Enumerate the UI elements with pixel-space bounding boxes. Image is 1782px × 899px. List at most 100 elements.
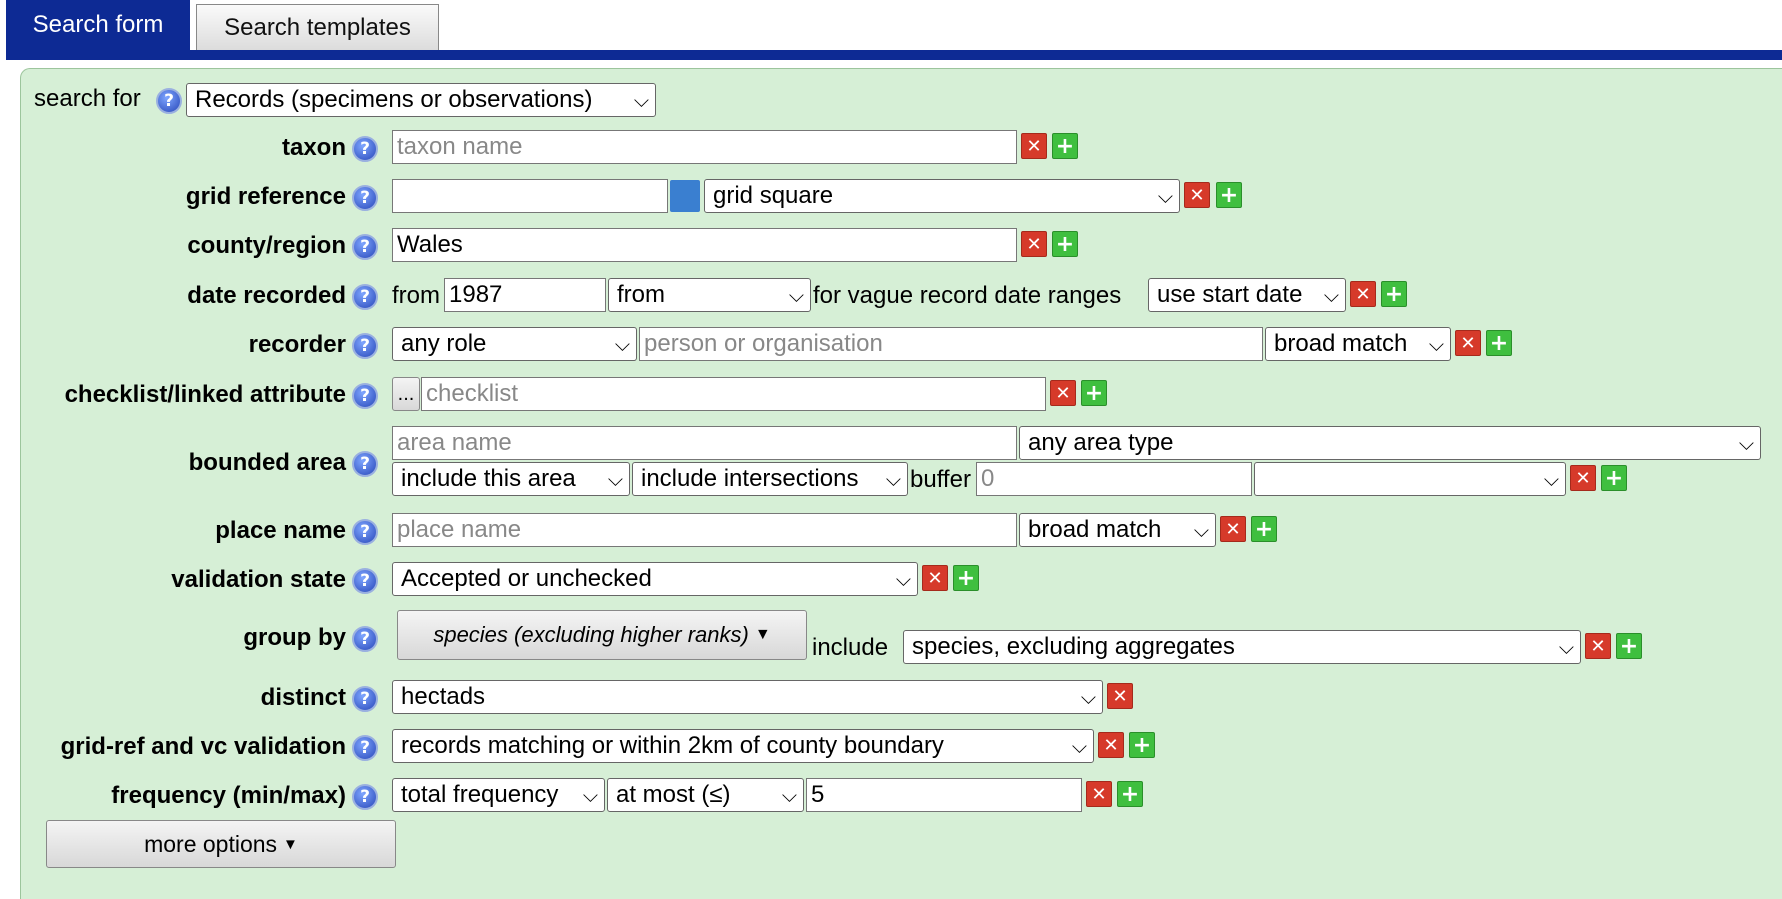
remove-icon[interactable]: ✕ bbox=[1050, 380, 1076, 406]
place-name-input[interactable]: place name bbox=[392, 513, 1017, 547]
help-icon[interactable]: ? bbox=[352, 333, 378, 359]
add-icon[interactable]: + bbox=[1486, 330, 1512, 356]
help-icon[interactable]: ? bbox=[156, 88, 182, 114]
help-icon[interactable]: ? bbox=[352, 284, 378, 310]
distinct-select[interactable]: hectads⌵ bbox=[392, 680, 1103, 714]
chevron-down-icon: ⌵ bbox=[1323, 283, 1339, 307]
add-icon[interactable]: + bbox=[1251, 516, 1277, 542]
gridref-vc-select[interactable]: records matching or within 2km of county… bbox=[392, 729, 1094, 763]
intersections-select[interactable]: include intersections⌵ bbox=[632, 462, 908, 496]
remove-icon[interactable]: ✕ bbox=[1184, 182, 1210, 208]
help-icon[interactable]: ? bbox=[352, 451, 378, 477]
remove-icon[interactable]: ✕ bbox=[1570, 465, 1596, 491]
vague-date-select[interactable]: use start date⌵ bbox=[1148, 278, 1346, 312]
tab-underline bbox=[6, 50, 1782, 60]
frequency-comparator-select[interactable]: at most (≤)⌵ bbox=[607, 778, 804, 812]
help-icon[interactable]: ? bbox=[352, 626, 378, 652]
help-icon[interactable]: ? bbox=[352, 686, 378, 712]
help-icon[interactable]: ? bbox=[352, 735, 378, 761]
area-type-select[interactable]: any area type⌵ bbox=[1019, 426, 1761, 460]
date-recorded-label: date recorded bbox=[187, 282, 346, 309]
help-icon[interactable]: ? bbox=[352, 568, 378, 594]
remove-icon[interactable]: ✕ bbox=[1220, 516, 1246, 542]
recorder-label: recorder bbox=[248, 331, 346, 358]
vague-date-text: for vague record date ranges bbox=[813, 282, 1122, 309]
add-icon[interactable]: + bbox=[1117, 781, 1143, 807]
frequency-input[interactable]: 5 bbox=[806, 778, 1082, 812]
chevron-down-icon: ⌵ bbox=[1428, 332, 1444, 356]
date-from-text: from bbox=[392, 282, 440, 309]
buffer-input[interactable]: 0 bbox=[976, 462, 1252, 496]
remove-icon[interactable]: ✕ bbox=[1086, 781, 1112, 807]
place-name-label: place name bbox=[215, 517, 346, 544]
grid-square-select[interactable]: grid square⌵ bbox=[704, 179, 1180, 213]
taxon-label: taxon bbox=[281, 134, 346, 161]
chevron-down-icon: ⌵ bbox=[1738, 431, 1754, 455]
remove-icon[interactable]: ✕ bbox=[1350, 281, 1376, 307]
help-icon[interactable]: ? bbox=[352, 234, 378, 260]
bounded-area-label: bounded area bbox=[188, 449, 346, 476]
chevron-down-icon: ⌵ bbox=[614, 332, 630, 356]
date-input[interactable]: 1987 bbox=[444, 278, 606, 312]
checklist-input[interactable]: checklist bbox=[421, 377, 1046, 411]
add-icon[interactable]: + bbox=[1616, 633, 1642, 659]
frequency-label: frequency (min/max) bbox=[111, 782, 346, 809]
recorder-input[interactable]: person or organisation bbox=[639, 327, 1263, 361]
add-icon[interactable]: + bbox=[1216, 182, 1242, 208]
tab-bar: Search form Search templates bbox=[0, 0, 1782, 60]
distinct-label: distinct bbox=[260, 684, 346, 711]
checklist-browse-button[interactable]: ... bbox=[392, 377, 420, 411]
chevron-down-icon: ⌵ bbox=[788, 283, 804, 307]
help-icon[interactable]: ? bbox=[352, 185, 378, 211]
remove-icon[interactable]: ✕ bbox=[922, 565, 948, 591]
include-text: include bbox=[812, 634, 889, 661]
more-options-button[interactable]: more options▼ bbox=[46, 820, 396, 868]
buffer-unit-select[interactable]: ⌵ bbox=[1254, 462, 1566, 496]
remove-icon[interactable]: ✕ bbox=[1107, 683, 1133, 709]
help-icon[interactable]: ? bbox=[352, 519, 378, 545]
area-name-input[interactable]: area name bbox=[392, 426, 1017, 460]
search-for-label: search for bbox=[34, 85, 141, 112]
search-for-select[interactable]: Records (specimens or observations)⌵ bbox=[186, 83, 656, 117]
add-icon[interactable]: + bbox=[1381, 281, 1407, 307]
help-icon[interactable]: ? bbox=[352, 383, 378, 409]
county-region-label: county/region bbox=[187, 232, 346, 259]
validation-state-label: validation state bbox=[171, 566, 346, 593]
remove-icon[interactable]: ✕ bbox=[1585, 633, 1611, 659]
recorder-role-select[interactable]: any role⌵ bbox=[392, 327, 637, 361]
help-icon[interactable]: ? bbox=[352, 784, 378, 810]
add-icon[interactable]: + bbox=[1052, 231, 1078, 257]
group-by-label: group by bbox=[243, 624, 346, 651]
remove-icon[interactable]: ✕ bbox=[1098, 732, 1124, 758]
add-icon[interactable]: + bbox=[1129, 732, 1155, 758]
caret-down-icon: ▼ bbox=[283, 835, 298, 853]
add-icon[interactable]: + bbox=[953, 565, 979, 591]
chevron-down-icon: ⌵ bbox=[1071, 734, 1087, 758]
frequency-type-select[interactable]: total frequency⌵ bbox=[392, 778, 605, 812]
remove-icon[interactable]: ✕ bbox=[1455, 330, 1481, 356]
taxon-input[interactable]: taxon name bbox=[392, 130, 1017, 164]
map-picker-icon[interactable] bbox=[670, 180, 700, 212]
remove-icon[interactable]: ✕ bbox=[1021, 133, 1047, 159]
help-icon[interactable]: ? bbox=[352, 136, 378, 162]
validation-state-select[interactable]: Accepted or unchecked⌵ bbox=[392, 562, 918, 596]
place-match-select[interactable]: broad match⌵ bbox=[1019, 513, 1216, 547]
add-icon[interactable]: + bbox=[1052, 133, 1078, 159]
group-by-menu-button[interactable]: species (excluding higher ranks)▼ bbox=[397, 610, 807, 660]
county-region-input[interactable]: Wales bbox=[392, 228, 1017, 262]
chevron-down-icon: ⌵ bbox=[1558, 635, 1574, 659]
add-icon[interactable]: + bbox=[1601, 465, 1627, 491]
recorder-match-select[interactable]: broad match⌵ bbox=[1265, 327, 1451, 361]
grid-reference-input[interactable] bbox=[392, 179, 668, 213]
chevron-down-icon: ⌵ bbox=[895, 567, 911, 591]
date-mode-select[interactable]: from⌵ bbox=[608, 278, 811, 312]
tab-search-templates[interactable]: Search templates bbox=[196, 4, 439, 50]
tab-search-form[interactable]: Search form bbox=[6, 0, 190, 60]
chevron-down-icon: ⌵ bbox=[1193, 518, 1209, 542]
remove-icon[interactable]: ✕ bbox=[1021, 231, 1047, 257]
include-area-select[interactable]: include this area⌵ bbox=[392, 462, 630, 496]
include-select[interactable]: species, excluding aggregates⌵ bbox=[903, 630, 1581, 664]
gridref-vc-label: grid-ref and vc validation bbox=[60, 733, 346, 760]
add-icon[interactable]: + bbox=[1081, 380, 1107, 406]
chevron-down-icon: ⌵ bbox=[582, 783, 598, 807]
